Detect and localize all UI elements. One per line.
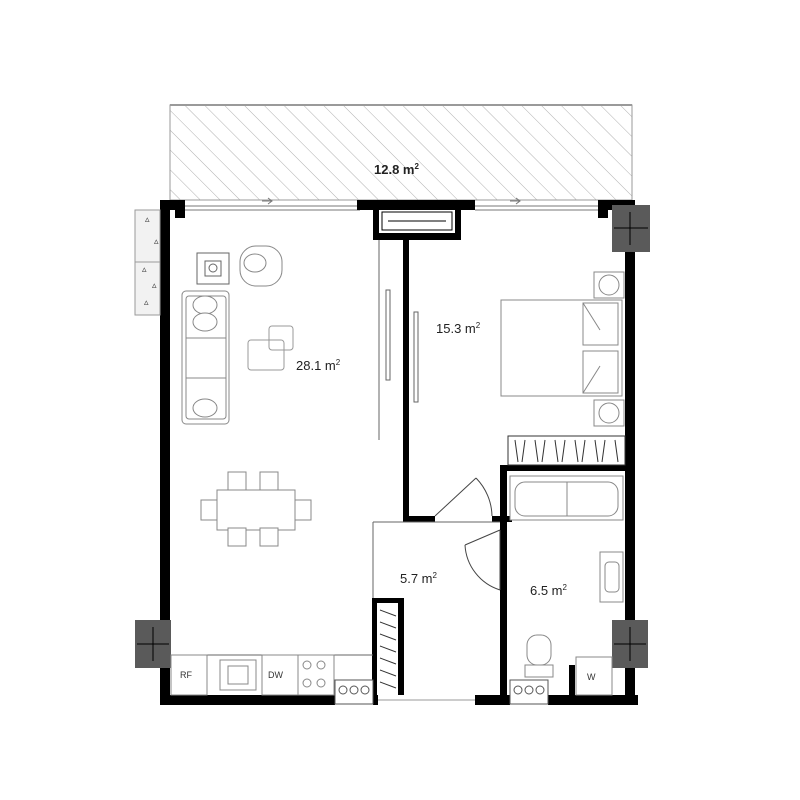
dining-set	[200, 471, 312, 547]
bedroom-door	[434, 477, 493, 517]
armchair	[239, 245, 283, 287]
bay-window	[381, 211, 453, 231]
balcony	[169, 104, 633, 201]
washer	[575, 656, 613, 696]
svg-text:▵: ▵	[152, 280, 157, 290]
svg-text:▵: ▵	[154, 236, 159, 246]
fridge-label: RF	[180, 670, 192, 680]
bed	[500, 299, 623, 397]
svg-text:▵: ▵	[145, 214, 150, 224]
toilet	[524, 634, 554, 678]
balcony-area-label: 12.8 m2	[374, 162, 419, 177]
washer-label: W	[587, 672, 596, 682]
hall-area-label: 5.7 m2	[400, 571, 438, 586]
hall-closet	[379, 609, 397, 689]
bath-area-label: 6.5 m2	[530, 583, 568, 598]
bathroom-sink	[599, 551, 624, 603]
nightstands	[593, 271, 625, 427]
column-marks	[137, 212, 648, 661]
side-table	[196, 252, 230, 285]
svg-text:▵: ▵	[144, 297, 149, 307]
exterior-step-block: ▵ ▵ ▵ ▵ ▵	[134, 209, 161, 316]
wardrobe	[507, 435, 626, 466]
dishwasher-label: DW	[268, 670, 283, 680]
svg-text:▵: ▵	[142, 264, 147, 274]
coffee-table	[247, 325, 294, 371]
sliding-partition	[385, 289, 419, 403]
interior-walls	[372, 240, 628, 705]
radiators	[334, 679, 549, 705]
bathtub	[509, 475, 624, 521]
balcony-sliding-door	[185, 197, 600, 211]
living-area-label: 28.1 m2	[296, 358, 341, 373]
bathroom-door	[464, 529, 501, 591]
sofa	[181, 290, 230, 425]
bedroom-area-label: 15.3 m2	[436, 321, 481, 336]
kitchen-counter	[170, 654, 335, 696]
